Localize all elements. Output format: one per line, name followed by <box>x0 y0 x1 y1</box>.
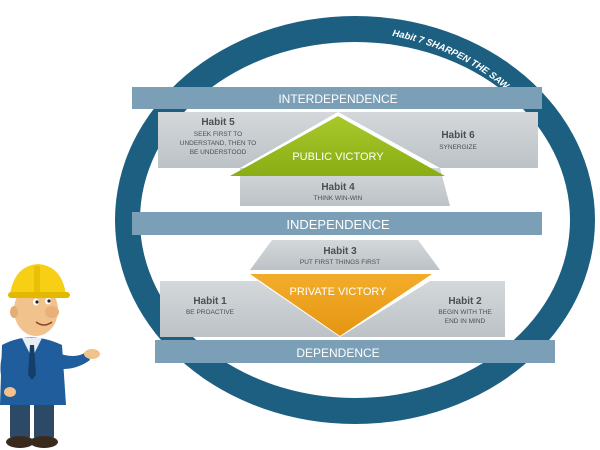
independence-label: INDEPENDENCE <box>286 217 390 232</box>
habit3-title: Habit 3 <box>323 246 357 257</box>
private-victory-triangle <box>250 274 432 336</box>
habit1-desc: BE PROACTIVE <box>186 309 235 316</box>
habit2-title: Habit 2 <box>448 296 482 307</box>
worker-with-hard-hat-icon <box>0 264 100 448</box>
habit1-triangle <box>160 281 340 337</box>
habit5-title: Habit 5 <box>201 117 235 128</box>
interdependence-label: INTERDEPENDENCE <box>278 92 397 106</box>
habit5-desc-line1: SEEK FIRST TO <box>194 131 242 138</box>
habit4-title: Habit 4 <box>321 182 355 193</box>
dependence-band <box>155 340 555 363</box>
habit6-triangle <box>338 112 538 168</box>
habit6-desc: SYNERGIZE <box>439 144 477 151</box>
habit5-desc-line2: UNDERSTAND, THEN TO <box>180 140 256 147</box>
habit2-triangle <box>340 281 505 337</box>
habit2-desc-line1: BEGIN WITH THE <box>438 309 492 316</box>
habit5-desc-line3: BE UNDERSTOOD <box>190 149 247 156</box>
habit6-title: Habit 6 <box>441 130 475 141</box>
independence-band <box>132 212 542 235</box>
interdependence-band <box>132 87 542 109</box>
public-victory-label: PUBLIC VICTORY <box>292 151 384 163</box>
public-victory-triangle <box>230 116 445 176</box>
private-victory-label: PRIVATE VICTORY <box>290 286 388 298</box>
habit1-title: Habit 1 <box>193 296 227 307</box>
dependence-label: DEPENDENCE <box>296 346 379 360</box>
habit3-triangle <box>250 240 440 270</box>
habit4-desc: THINK WIN-WIN <box>314 195 363 202</box>
habit3-desc: PUT FIRST THINGS FIRST <box>300 259 380 266</box>
habit2-desc-line2: END IN MIND <box>445 318 486 325</box>
habit5-triangle <box>158 112 338 168</box>
habit4-notch <box>240 168 338 206</box>
